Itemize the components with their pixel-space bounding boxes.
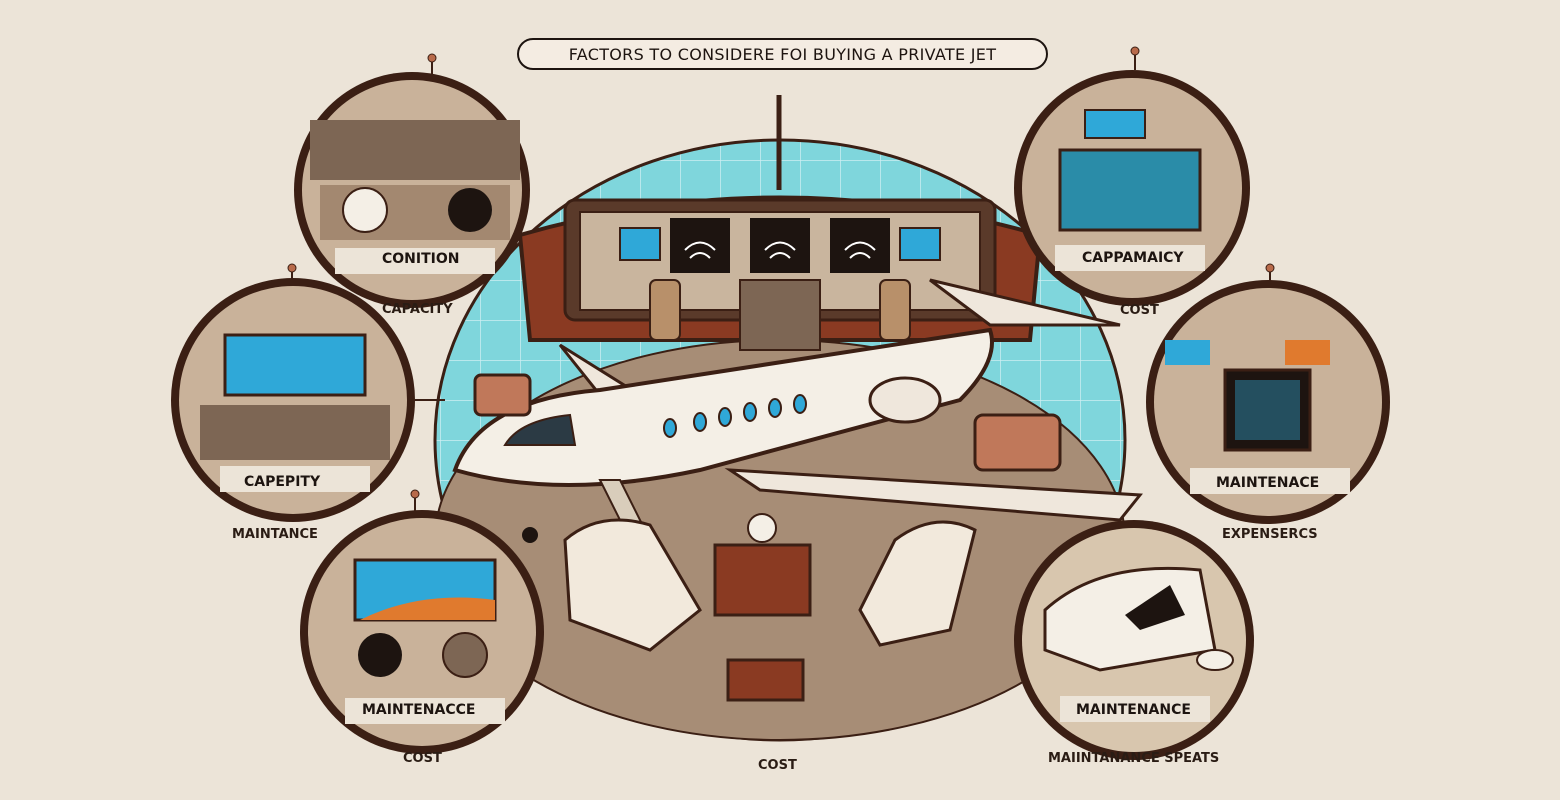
medallion-top-left — [294, 53, 530, 308]
medallion-top-right — [1014, 46, 1250, 306]
label-maintenance: MAINTENANCE — [1076, 702, 1191, 718]
label-condition: CONITION — [382, 251, 460, 267]
label-cost-center: COST — [758, 758, 797, 773]
label-maintance: MAINTANCE — [232, 527, 318, 542]
label-capacity: CAPACITY — [382, 302, 453, 317]
label-expensercs: EXPENSERCS — [1222, 527, 1318, 542]
private-jet-illustration — [452, 278, 1143, 543]
label-cost-right: COST — [1120, 303, 1159, 318]
luggage — [473, 373, 1062, 472]
medallion-mid-right — [1146, 263, 1390, 524]
medallion-mid-left — [171, 263, 445, 522]
title-banner: FACTORS TO CONSIDERE FOI BUYING A PRIVAT… — [517, 38, 1048, 70]
label-maintanance-speats: MAIINTANANCE SPEATS — [1048, 751, 1220, 766]
medallion-bottom-left — [300, 489, 544, 754]
label-cost-left: COST — [403, 751, 442, 766]
label-capepity: CAPEPITY — [244, 474, 321, 490]
label-maintenacce: MAINTENACCE — [362, 702, 476, 718]
cabin-seats — [563, 513, 977, 702]
page-title: FACTORS TO CONSIDERE FOI BUYING A PRIVAT… — [568, 44, 997, 64]
label-cappamaicy: CAPPAMAICY — [1082, 250, 1184, 266]
label-maintenace: MAINTENACE — [1216, 475, 1320, 491]
cockpit-dashboard — [517, 195, 1043, 351]
medallion-bottom-right — [1014, 520, 1254, 760]
